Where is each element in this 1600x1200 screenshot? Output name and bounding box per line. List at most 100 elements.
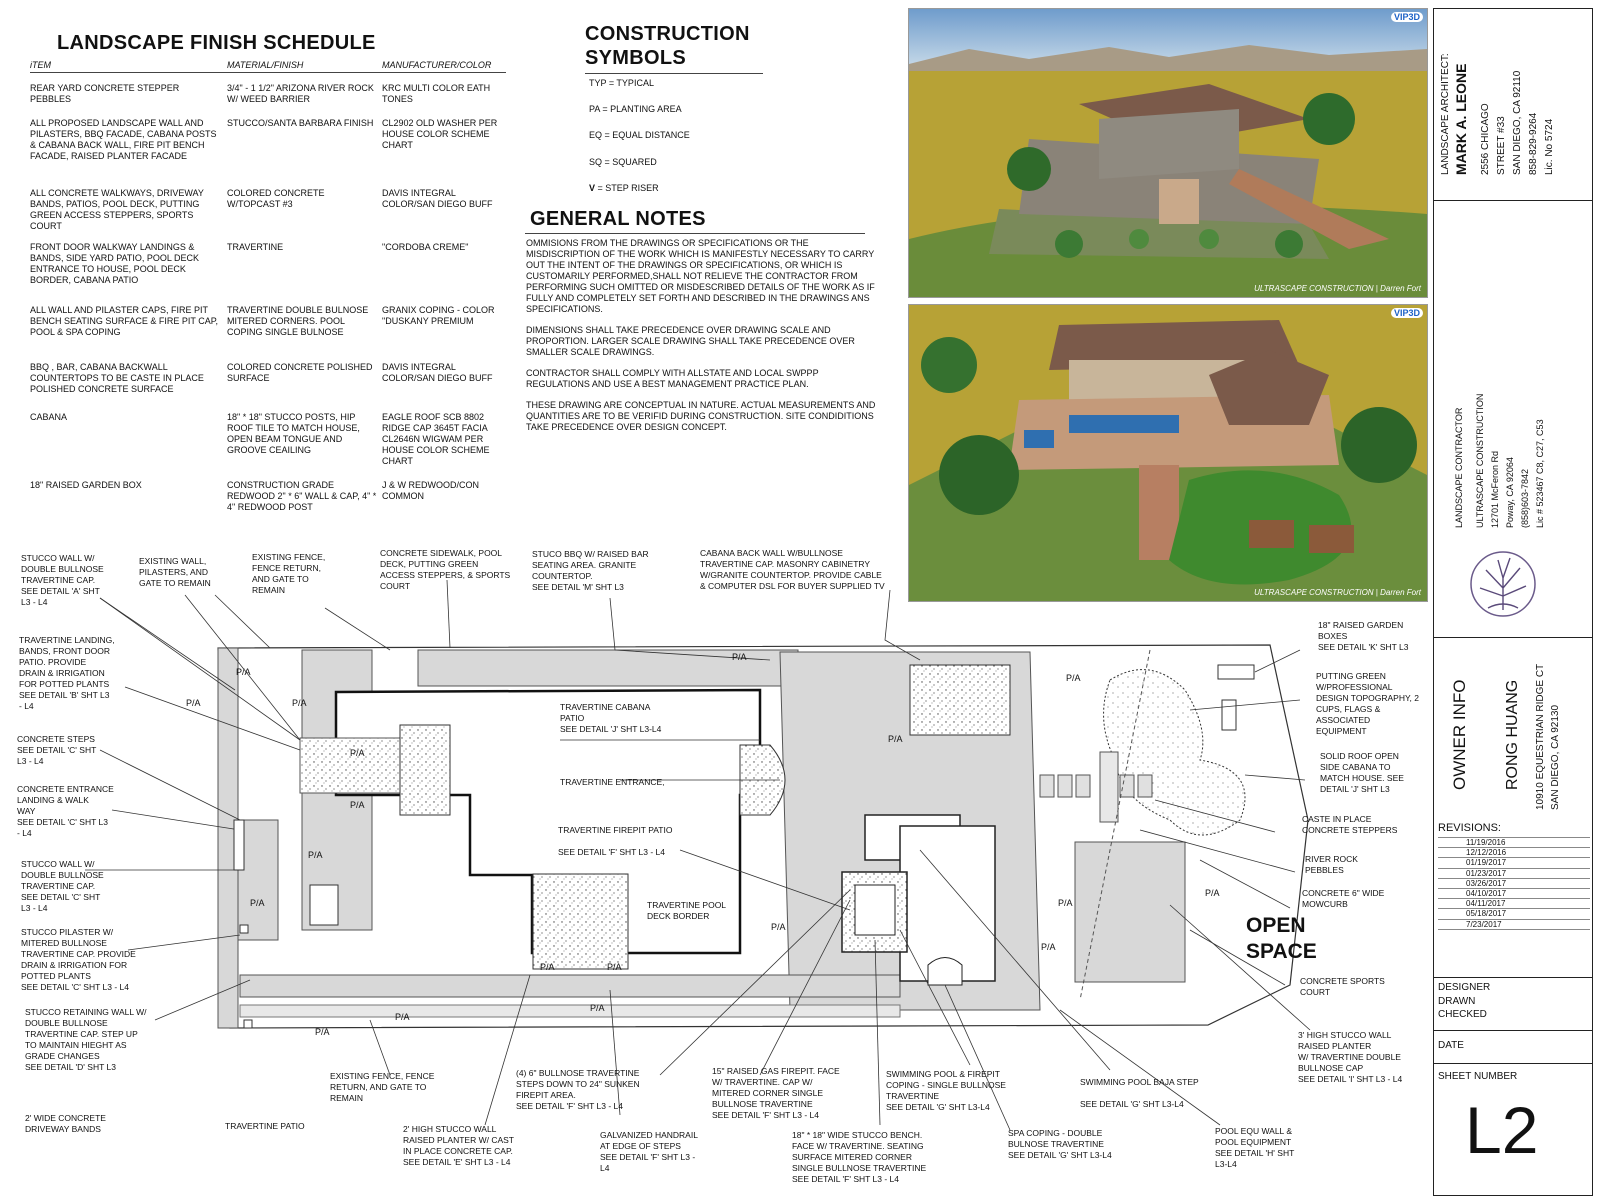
schedule-manufacturer: J & W REDWOOD/CON COMMON [382, 480, 479, 501]
schedule-header-material: MATERIAL/FINISH [227, 60, 304, 70]
schedule-item: ALL WALL AND PILASTER CAPS, FIRE PIT BEN… [30, 305, 219, 337]
planting-area-label: P/A [1058, 898, 1073, 908]
owner-heading: OWNER INFO [1450, 679, 1469, 791]
schedule-item: 18" RAISED GARDEN BOX [30, 480, 142, 490]
callout-label: TRAVERTINE FIREPIT PATIO SEE DETAIL 'F' … [558, 825, 673, 857]
rendering-front-view: VIP3D ULTRASCAPE CONSTRUCTION | Darren F… [908, 8, 1428, 298]
title-block-divider [1433, 637, 1592, 638]
rendering-watermark: ULTRASCAPE CONSTRUCTION | Darren Fort [1254, 284, 1421, 293]
planting-area-label: P/A [350, 748, 365, 758]
callout-label: TRAVERTINE PATIO [225, 1121, 305, 1131]
callout-label: EXISTING FENCE, FENCE RETURN, AND GATE T… [330, 1071, 435, 1103]
symbol-item: V = STEP RISER [589, 183, 659, 194]
schedule-manufacturer: "CORDOBA CREME" [382, 242, 469, 252]
planting-area-label: P/A [590, 1003, 605, 1013]
planting-area-label: P/A [186, 698, 201, 708]
schedule-material: 3/4" - 1 1/2" ARIZONA RIVER ROCK W/ WEED… [227, 83, 374, 104]
schedule-manufacturer: CL2902 OLD WASHER PER HOUSE COLOR SCHEME… [382, 118, 498, 150]
planting-area-label: P/A [771, 922, 786, 932]
contractor-address: Poway, CA 92064 [1505, 457, 1515, 528]
callout-label: STUCCO WALL W/ DOUBLE BULLNOSE TRAVERTIN… [21, 553, 104, 607]
schedule-material: CONSTRUCTION GRADE REDWOOD 2" * 6" WALL … [227, 480, 377, 512]
planting-area-label: P/A [888, 734, 903, 744]
planting-area-label: P/A [350, 800, 365, 810]
symbols-title-line: SYMBOLS [585, 47, 686, 69]
owner-name: RONG HUANG [1504, 679, 1521, 790]
architect-role: LANDSCAPE ARCHITECT: [1440, 53, 1451, 175]
schedule-header-item: iTEM [30, 60, 51, 70]
callout-label: STUCCO PILASTER W/ MITERED BULLNOSE TRAV… [21, 927, 136, 992]
schedule-material: 18" * 18" STUCCO POSTS, HIP ROOF TILE TO… [227, 412, 360, 455]
title-block-divider [1433, 977, 1592, 978]
symbol-item: PA = PLANTING AREA [589, 104, 682, 114]
schedule-header-manufacturer: MANUFACTURER/COLOR [382, 60, 492, 70]
callout-label: TRAVERTINE LANDING, BANDS, FRONT DOOR PA… [19, 635, 115, 711]
title-block-divider [1433, 1063, 1592, 1064]
callout-label: POOL EQU WALL & POOL EQUIPMENT SEE DETAI… [1215, 1126, 1295, 1169]
signoff-fields: DESIGNER DRAWN CHECKED [1438, 981, 1490, 1022]
callout-label: PUTTING GREEN W/PROFESSIONAL DESIGN TOPO… [1316, 671, 1419, 736]
schedule-item: REAR YARD CONCRETE STEPPER PEBBLES [30, 83, 180, 104]
schedule-manufacturer: KRC MULTI COLOR EATH TONES [382, 83, 491, 104]
revision-date: 04/11/2017 [1438, 898, 1590, 908]
architect-address: STREET #33 [1496, 116, 1507, 175]
note-paragraph: THESE DRAWING ARE CONCEPTUAL IN NATURE. … [526, 400, 876, 432]
callout-label: 2' HIGH STUCCO WALL RAISED PLANTER W/ CA… [403, 1124, 514, 1167]
drawn-label: DRAWN [1438, 995, 1476, 1007]
planting-area-label: P/A [250, 898, 265, 908]
architect-address: SAN DIEGO, CA 92110 [1512, 70, 1523, 175]
title-block-divider [1433, 1030, 1592, 1031]
callout-label: CONCRETE SIDEWALK, POOL DECK, PUTTING GR… [380, 548, 511, 591]
callout-label: TRAVERTINE ENTRANCE, [560, 777, 665, 787]
schedule-manufacturer: DAVIS INTEGRAL COLOR/SAN DIEGO BUFF [382, 188, 493, 209]
title-block-divider [1433, 200, 1592, 201]
planting-area-label: P/A [395, 1012, 410, 1022]
callout-label: (4) 6" BULLNOSE TRAVERTINE STEPS DOWN TO… [516, 1068, 640, 1111]
callout-label: SOLID ROOF OPEN SIDE CABANA TO MATCH HOU… [1320, 751, 1404, 794]
contractor-phone: (858)603-7842 [1520, 468, 1530, 528]
symbols-title-line: CONSTRUCTION [585, 23, 750, 45]
architect-name: MARK A. LEONE [1453, 63, 1469, 175]
note-paragraph: DIMENSIONS SHALL TAKE PRECEDENCE OVER DR… [526, 325, 855, 357]
step-riser-glyph: V [589, 183, 596, 193]
schedule-item: FRONT DOOR WALKWAY LANDINGS & BANDS, SID… [30, 242, 200, 285]
checked-label: CHECKED [1438, 1009, 1487, 1020]
open-space-line: OPEN [1246, 914, 1306, 937]
callout-label: 3' HIGH STUCCO WALL RAISED PLANTER W/ TR… [1298, 1030, 1403, 1084]
callout-label: CONCRETE ENTRANCE LANDING & WALK WAY SEE… [17, 784, 114, 838]
title-block [1433, 8, 1593, 1196]
revision-date: 11/19/2016 [1438, 837, 1590, 847]
schedule-manufacturer: GRANIX COPING - COLOR "DUSKANY PREMIUM [382, 305, 495, 326]
symbols-title: CONSTRUCTION SYMBOLS [585, 22, 750, 70]
note-paragraph: OMMISIONS FROM THE DRAWINGS OR SPECIFICA… [526, 238, 875, 314]
architect-license: Lic. No 5724 [1544, 118, 1555, 175]
callout-label: SWIMMING POOL BAJA STEP SEE DETAIL 'G' S… [1080, 1077, 1199, 1109]
contractor-address: 12701 McFeron Rd [1490, 450, 1500, 528]
revision-date: 01/19/2017 [1438, 857, 1590, 867]
revision-date: 03/26/2017 [1438, 877, 1590, 888]
notes-body: OMMISIONS FROM THE DRAWINGS OR SPECIFICA… [526, 238, 876, 443]
schedule-material: COLORED CONCRETE W/TOPCAST #3 [227, 188, 325, 209]
revision-date: 01/23/2017 [1438, 867, 1590, 878]
schedule-title: LANDSCAPE FINISH SCHEDULE [57, 32, 376, 54]
callout-label: SWIMMING POOL & FIREPIT COPING - SINGLE … [886, 1069, 1006, 1112]
symbol-item: SQ = SQUARED [589, 157, 657, 167]
schedule-material: TRAVERTINE DOUBLE BULNOSE MITERED CORNER… [227, 305, 369, 337]
sheet-number: L2 [1465, 1093, 1539, 1167]
schedule-item: CABANA [30, 412, 68, 422]
planting-area-label: P/A [607, 962, 622, 972]
symbol-item-text: = STEP RISER [597, 183, 659, 193]
planting-area-label: P/A [315, 1027, 330, 1037]
symbols-rule [585, 73, 763, 74]
contractor-role: LANDSCAPE CONTRACTOR [1454, 407, 1464, 528]
schedule-item: BBQ , BAR, CABANA BACKWALL COUNTERTOPS T… [30, 362, 204, 394]
callout-label: TRAVERTINE CABANA PATIO SEE DETAIL 'J' S… [560, 702, 662, 734]
callout-label: STUCO BBQ W/ RAISED BAR SEATING AREA. GR… [532, 549, 649, 592]
date-label: DATE [1438, 1040, 1464, 1051]
owner-address: SAN DIEGO, CA 92130 [1550, 704, 1561, 810]
designer-label: DESIGNER [1438, 982, 1491, 993]
rendering-rear-image [909, 305, 1427, 601]
schedule-material: COLORED CONCRETE POLISHED SURFACE [227, 362, 373, 383]
callout-label: 18" RAISED GARDEN BOXES SEE DETAIL 'K' S… [1318, 620, 1409, 652]
planting-area-label: P/A [236, 667, 251, 677]
